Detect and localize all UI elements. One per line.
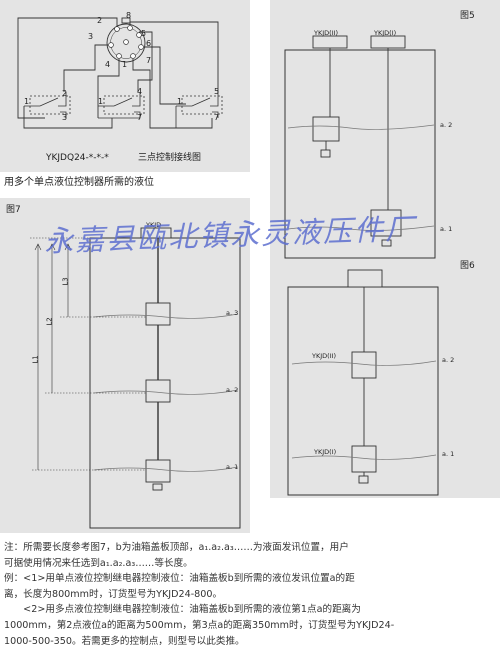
relay2-terminal-b: 4: [137, 87, 143, 96]
pin-label-3: 3: [88, 32, 94, 41]
fig7-level-a2: a. 2: [226, 386, 239, 394]
pin-label-8: 8: [126, 11, 132, 20]
fig5-level-a2: a. 2: [440, 121, 453, 129]
fig5-level-a1: a. 1: [440, 225, 453, 233]
pin-label-5: 5: [141, 29, 147, 38]
note-line-1: 注：所需要长度参考图7，b为油箱盖板顶部，a₁.a₂.a₃……为液面发讯位置，用…: [4, 542, 349, 553]
relay1-terminal-a: 1: [24, 97, 30, 106]
fig7-level-a3: a. 3: [226, 309, 239, 317]
connector-socket: [106, 23, 146, 63]
fig7-dim-l2: L2: [45, 317, 54, 326]
drawings: [17, 17, 439, 529]
relay2-terminal-a: 1: [98, 97, 104, 106]
fig6-sensor-i: YKJD(I): [314, 448, 337, 456]
note-line-7: 1000-500-350。若需更多的控制点，则型号以此类推。: [4, 635, 245, 647]
fig7-level-a1: a. 1: [226, 463, 239, 471]
pin-label-7: 7: [146, 56, 152, 65]
pin-label-1: 1: [122, 60, 128, 69]
fig5-label: 图5: [460, 11, 475, 21]
fig5-head-i: YKJD(I): [374, 29, 397, 37]
relay3-terminal-a: 1: [177, 97, 183, 106]
figure6-panel: [270, 258, 500, 498]
note-line-4: 离，长度为800mm时，订货型号为YKJD24-800。: [4, 588, 223, 600]
notes: 注：所需要长度参考图7，b为油箱盖板顶部，a₁.a₂.a₃……为液面发讯位置，用…: [4, 540, 496, 649]
relay1-terminal-b: 2: [62, 89, 68, 98]
note-line-6: 1000mm，第2点液位a的距离为500mm，第3点a的距离350mm时，订货型…: [4, 619, 395, 631]
relay2-terminal-c: 7: [137, 113, 143, 122]
note-line-5: <2>用多点液位控制继电器控制液位：油箱盖板b到所需的液位第1点a的距离为: [4, 604, 361, 616]
wiring-caption: 三点控制接线图: [138, 153, 202, 163]
relay3-terminal-c: 7: [214, 113, 220, 122]
wiring-panel: [0, 0, 250, 172]
fig7-dim-l3: L3: [61, 277, 70, 286]
wiring-model: YKJDQ24-*-*-*: [46, 153, 109, 163]
fig7-dim-l1: L1: [31, 355, 40, 364]
pin-label-4: 4: [105, 60, 111, 69]
fig6-level-a2: a. 2: [442, 356, 455, 364]
note-line-2: 可据使用情况来任选到a₁.a₂.a₃……等长度。: [4, 557, 193, 569]
main-caption: 用多个单点液位控制器所需的液位: [4, 177, 154, 188]
pin-label-6: 6: [146, 39, 152, 48]
relay1-terminal-c: 3: [62, 113, 68, 122]
relay3-terminal-b: 5: [214, 87, 220, 96]
fig7-head: YKJD: [146, 221, 162, 229]
note-line-3: 例：<1>用单点液位控制继电器控制液位：油箱盖板b到所需的液位发讯位置a的距: [4, 573, 355, 585]
fig6-level-a1: a. 1: [442, 450, 455, 458]
fig6-label: 图6: [460, 261, 475, 271]
fig5-head-ii: YKJD(II): [314, 29, 339, 37]
fig7-label: 图7: [6, 205, 21, 215]
fig6-sensor-ii: YKJD(II): [312, 352, 337, 360]
figure7-panel: [0, 198, 250, 533]
pin-label-2: 2: [97, 16, 103, 25]
